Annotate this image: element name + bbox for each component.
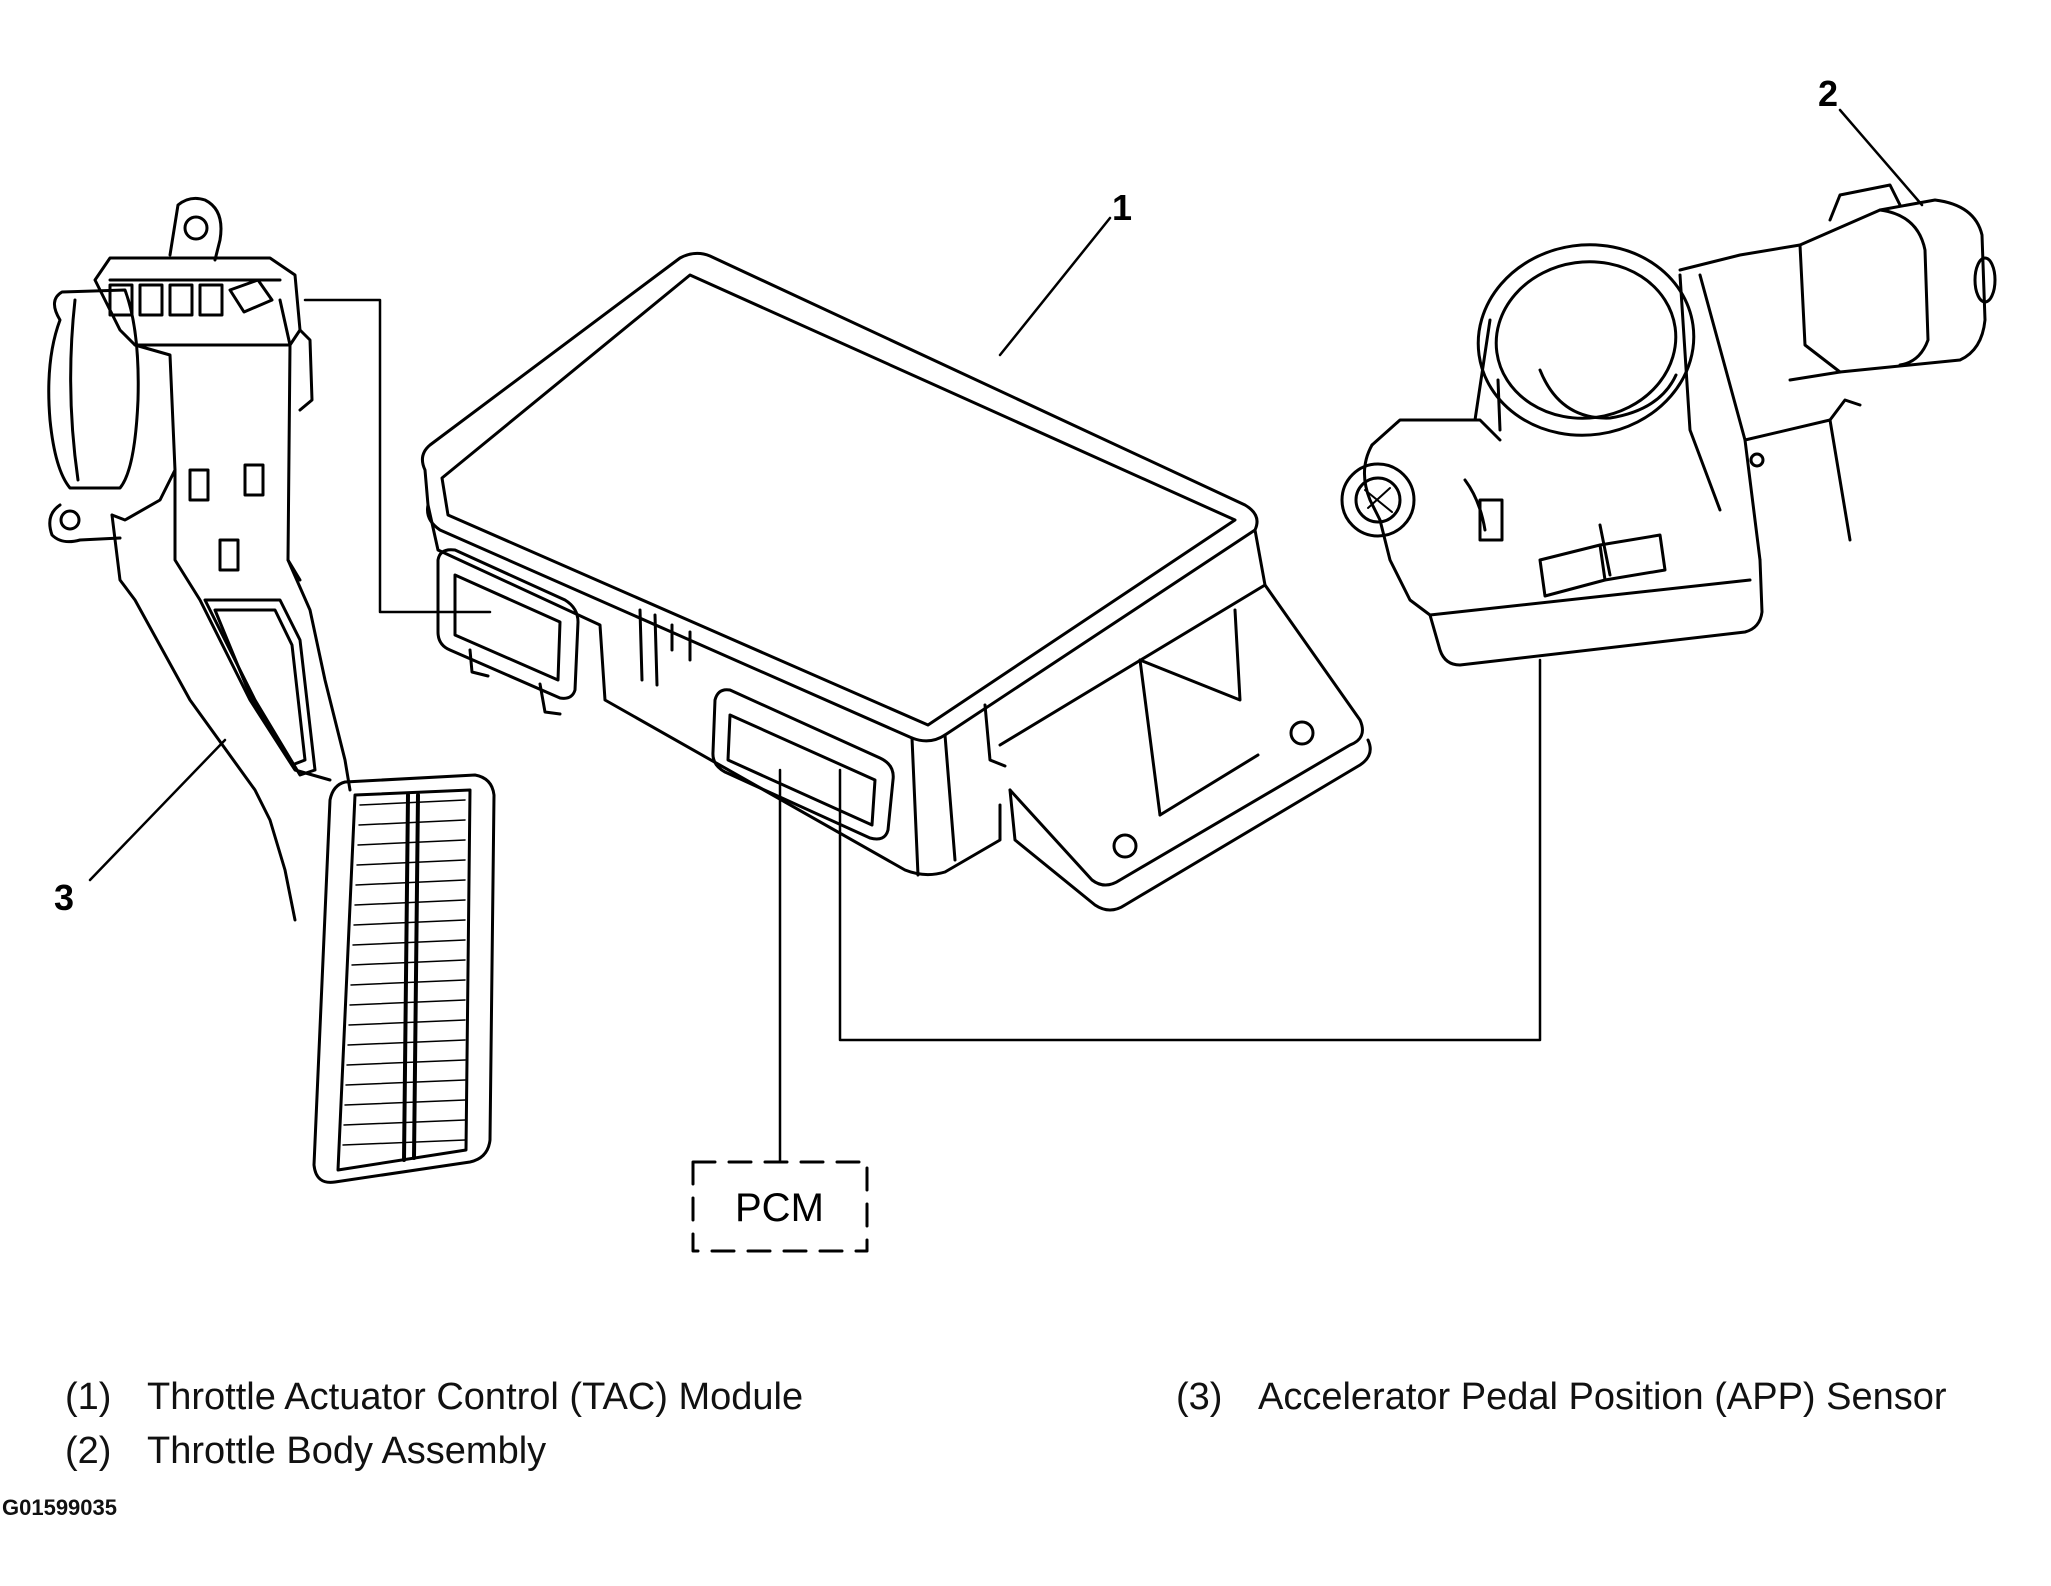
legend-number: (1): [65, 1376, 112, 1418]
wiring-lines: [303, 298, 1542, 1164]
callout-2: 2: [1818, 73, 1839, 114]
legend-number: (2): [65, 1430, 112, 1472]
figure-id: G01599035: [2, 1495, 117, 1520]
tac-module: [420, 251, 1372, 912]
pcm-label: PCM: [735, 1186, 824, 1230]
pcm-box: [691, 1160, 869, 1253]
legend-number: (3): [1176, 1376, 1223, 1418]
legend-item-3: (3) Accelerator Pedal Position (APP) Sens…: [1176, 1378, 1947, 1416]
legend-text: Throttle Body Assembly: [147, 1430, 547, 1472]
throttle-body-assembly: [1340, 183, 1997, 667]
callout-leaders: [88, 108, 1924, 882]
callout-3: 3: [54, 877, 75, 918]
legend-item-1: (1) Throttle Actuator Control (TAC) Modul…: [65, 1378, 803, 1416]
legend-item-2: (2) Throttle Body Assembly: [65, 1432, 546, 1470]
legend-text: Throttle Actuator Control (TAC) Module: [147, 1376, 804, 1418]
legend-text: Accelerator Pedal Position (APP) Sensor: [1258, 1376, 1947, 1418]
callout-1: 1: [1112, 187, 1133, 228]
accelerator-pedal-assembly: [47, 196, 496, 1184]
